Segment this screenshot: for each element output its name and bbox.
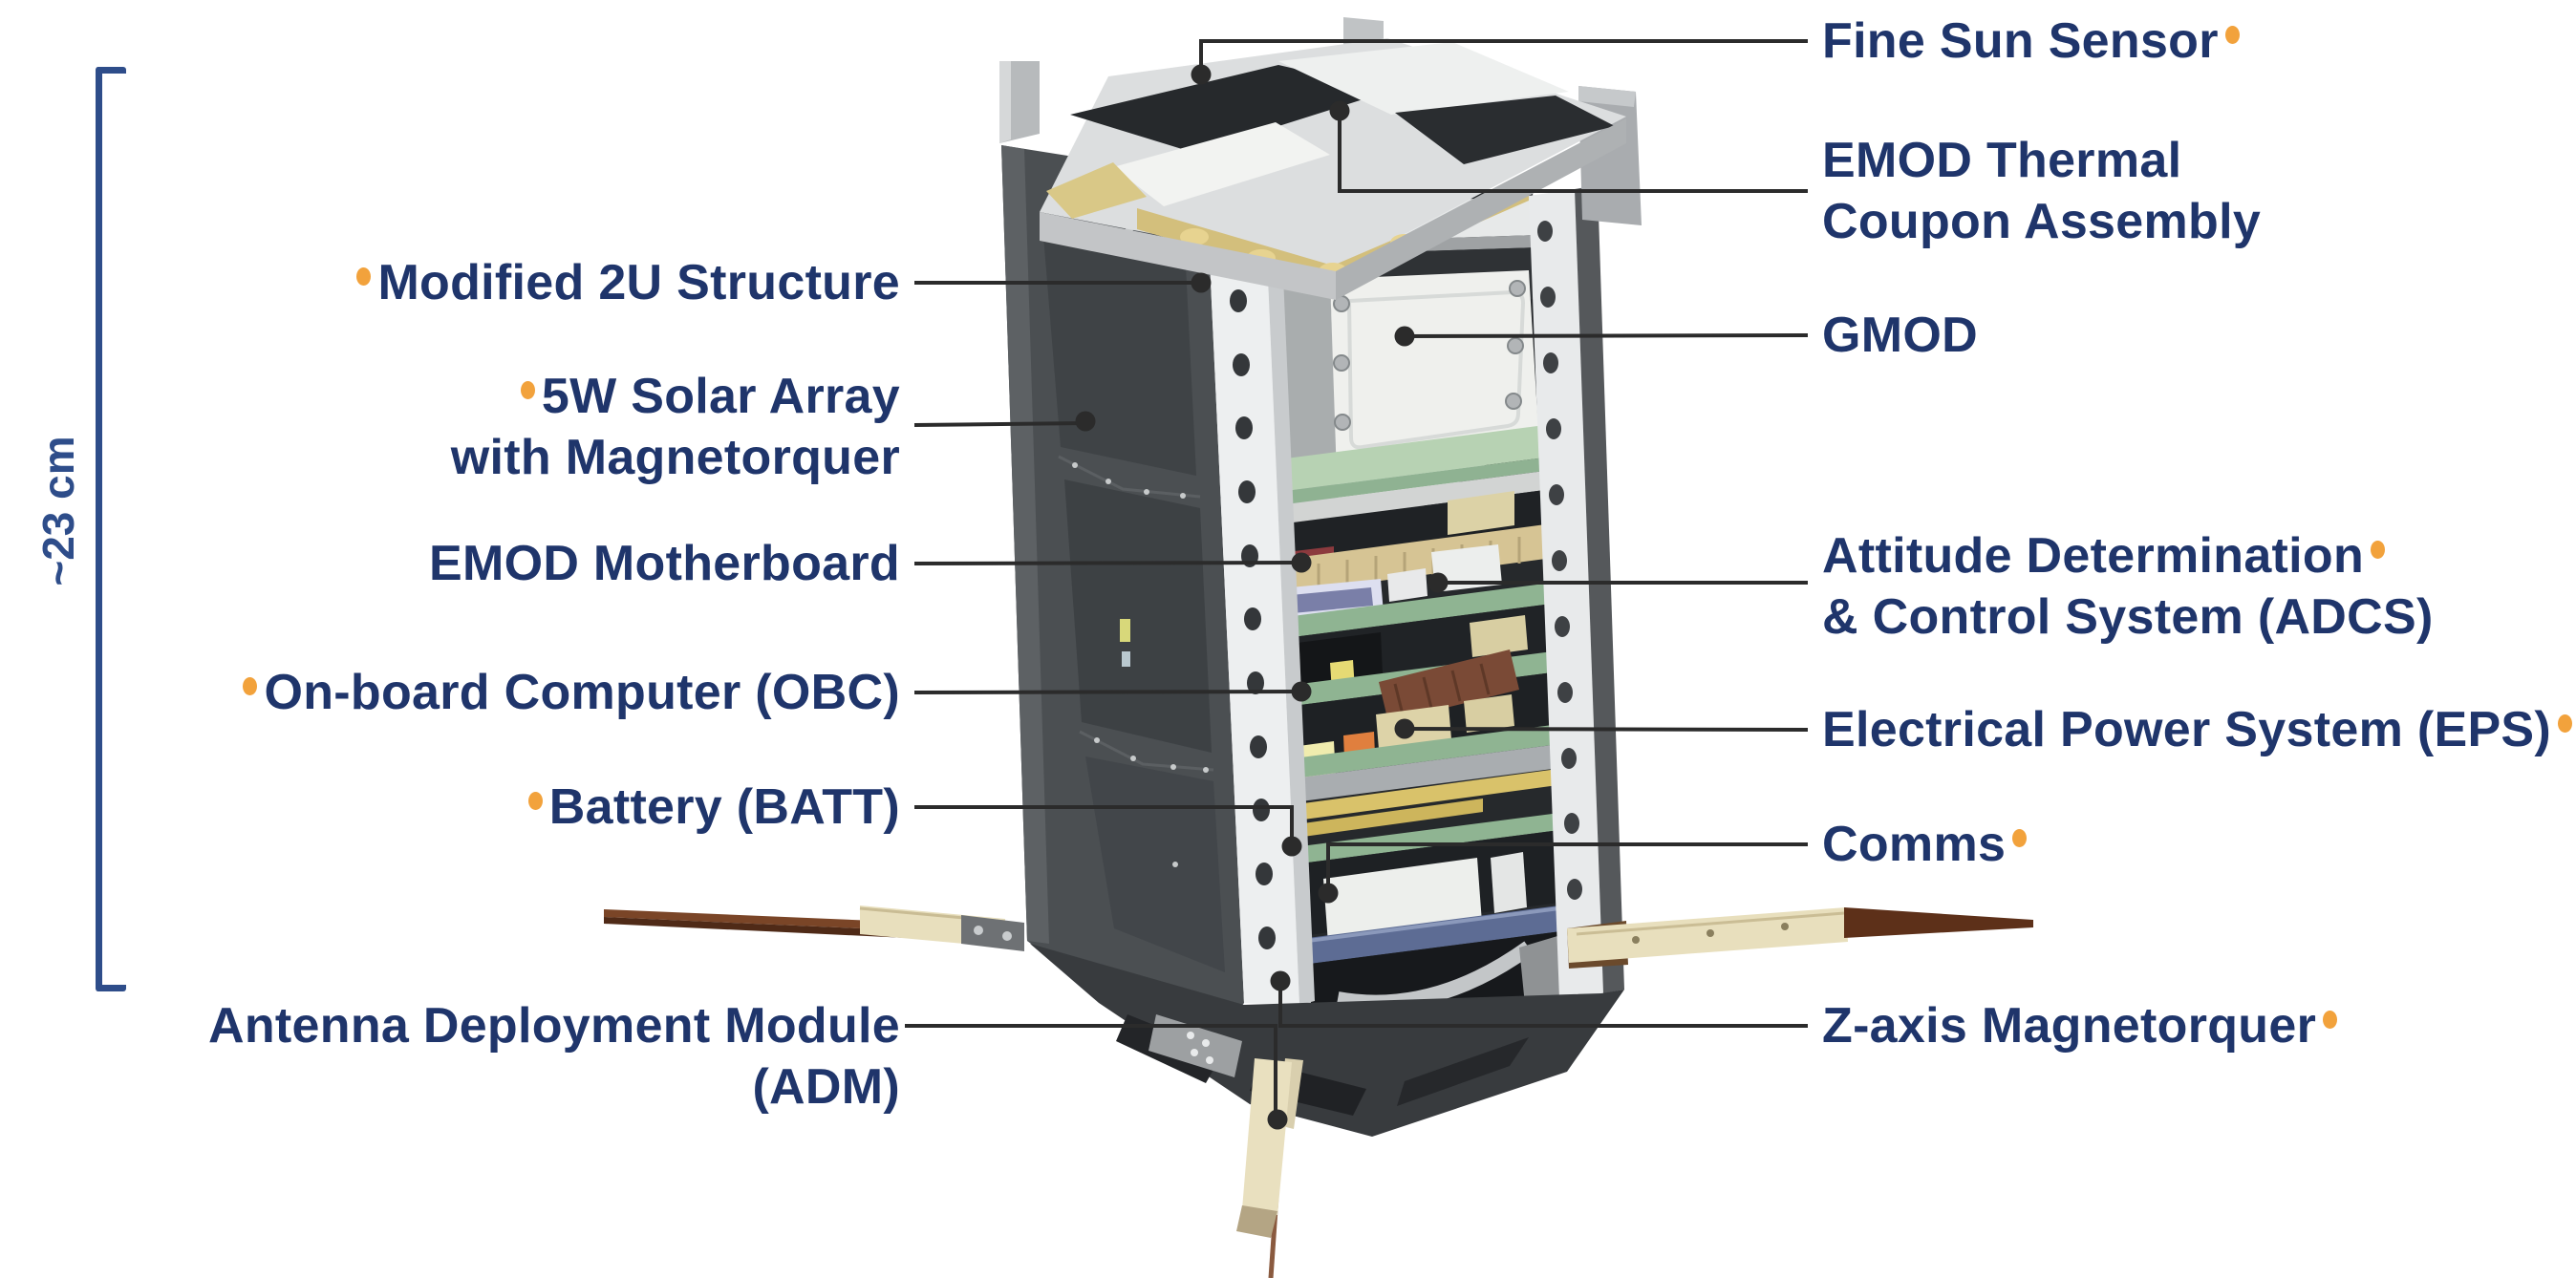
leader-gmod [1404,333,1809,338]
callout-point-adm [1267,1109,1288,1130]
leader-z-axis-magnetorquer [1278,984,1808,1028]
leader-eps [1404,727,1809,732]
label-onboard-computer: On-board Computer (OBC) [243,662,900,723]
orange-marker [520,381,535,399]
label-z-axis-magnetorquer: Z-axis Magnetorquer [1822,995,2338,1056]
callout-point-fine-sun-sensor [1191,64,1212,85]
label-battery: Battery (BATT) [527,777,900,838]
callout-point-z-axis-magnetorquer [1270,970,1291,991]
deployed-antennas [604,905,2033,1278]
callout-point-battery [1281,836,1302,857]
label-comms: Comms [1822,814,2028,875]
leader-emod-thermal-coupon [1338,115,1808,193]
label-solar-array: 5W Solar Array with Magnetorquer [450,369,900,485]
callout-point-modified-2u-structure [1191,272,1212,293]
label-eps: Electrical Power System (EPS) [1822,699,2573,760]
panel-connector [1120,619,1130,642]
leader-solar-array [913,421,1086,427]
orange-marker [2224,26,2240,44]
top-white-panel [1113,122,1330,206]
label-fine-sun-sensor: Fine Sun Sensor [1822,11,2240,72]
orange-marker [527,792,543,810]
leader-fine-sun-sensor [1199,39,1808,71]
orange-marker [2323,1011,2338,1029]
label-emod-motherboard: EMOD Motherboard [428,536,900,591]
callout-point-adcs [1428,572,1449,593]
leader-emod-motherboard [913,561,1302,565]
antenna-left [604,905,1024,951]
callout-point-gmod [1394,326,1415,347]
dimension-bracket [96,67,126,991]
label-emod-thermal-coupon: EMOD Thermal Coupon Assembly [1822,133,2262,249]
label-gmod: GMOD [1822,308,1978,363]
callout-points [1075,64,1449,1130]
callout-point-solar-array [1075,411,1096,432]
label-modified-2u-structure: Modified 2U Structure [356,252,900,313]
orange-marker [2371,541,2386,559]
antenna-bottom [1236,1058,1303,1278]
label-adcs: Attitude Determination & Control System … [1822,528,2434,645]
ribbon-cable [1379,650,1519,722]
callout-point-emod-motherboard [1291,552,1312,573]
leader-adm [905,1024,1277,1116]
callout-point-eps [1394,718,1415,739]
board-connector [1448,491,1514,535]
top-solar-cell [1395,96,1615,164]
z-magnetorquer-board [1277,905,1561,969]
orange-marker [2012,829,2028,847]
label-antenna-deployment-module: Antenna Deployment Module (ADM) [208,998,900,1115]
solar-panel-face [1001,145,1244,1049]
orange-marker [243,677,258,695]
orange-marker [2558,714,2573,733]
leader-comms [1326,842,1808,889]
top-solar-cell [1070,65,1390,153]
callout-point-comms [1318,883,1339,904]
orange-marker [356,267,372,286]
antenna-right [1567,907,2033,969]
callout-point-obc [1291,681,1312,702]
satellite-bottom-tray [1030,944,1624,1137]
adcs-component [1431,544,1502,592]
leader-battery [914,805,1294,842]
callout-point-emod-thermal-coupon [1329,100,1350,121]
leader-lines [905,39,1809,1116]
